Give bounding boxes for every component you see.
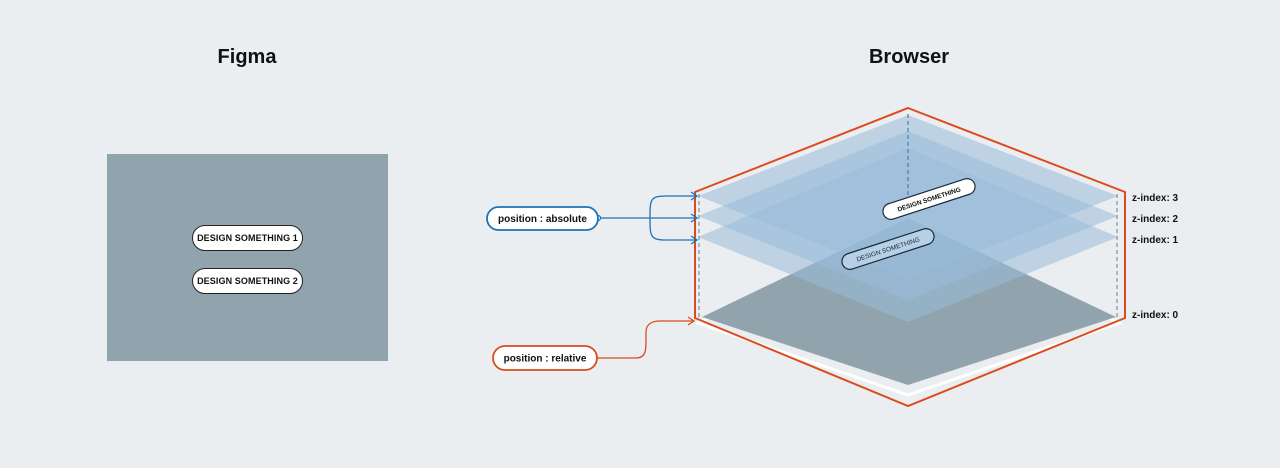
- browser-title: Browser: [868, 46, 950, 68]
- svg-text:position : absolute: position : absolute: [498, 214, 587, 225]
- z-index-0-label: z-index: 0: [1132, 310, 1179, 321]
- figma-frame: DESIGN SOMETHING 1 DESIGN SOMETHING 2: [107, 154, 388, 361]
- z-index-2-label: z-index: 2: [1132, 214, 1179, 225]
- svg-text:position : relative: position : relative: [504, 354, 587, 365]
- browser-frame: [694, 106, 1126, 408]
- design-something-1-button[interactable]: DESIGN SOMETHING 1: [192, 225, 303, 251]
- z-index-1-label: z-index: 1: [1132, 235, 1179, 246]
- z-index-3-label: z-index: 3: [1132, 193, 1179, 204]
- design-something-2-button[interactable]: DESIGN SOMETHING 2: [192, 268, 303, 294]
- absolute-connectors: [598, 191, 699, 245]
- position-relative-label: position : relative: [492, 345, 598, 371]
- position-absolute-label: position : absolute: [486, 206, 599, 231]
- figma-title: Figma: [217, 46, 277, 68]
- relative-connector: [597, 316, 696, 359]
